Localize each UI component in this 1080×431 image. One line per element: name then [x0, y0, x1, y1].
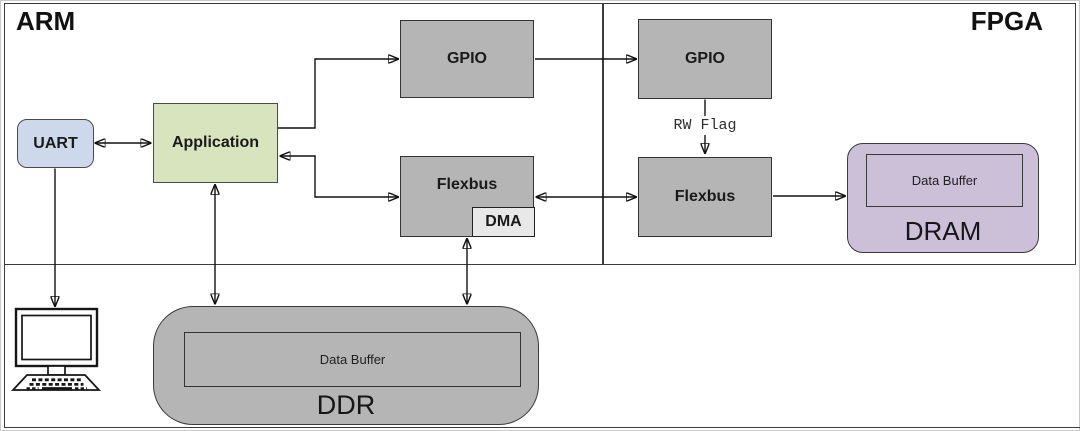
fpga-gpio-label: GPIO: [684, 50, 725, 67]
ddr-node: Data Buffer DDR: [153, 306, 539, 425]
arm-region: [4, 3, 603, 265]
arm-gpio-node: GPIO: [400, 20, 534, 98]
fpga-region: [603, 3, 1076, 265]
ddr-data-buffer: Data Buffer: [184, 332, 521, 387]
uart-node: UART: [17, 119, 94, 168]
rw-flag-label: RW Flag: [666, 116, 744, 135]
dram-data-buffer-label: Data Buffer: [911, 173, 978, 188]
ddr-label: DDR: [316, 390, 376, 420]
arm-region-title: ARM: [16, 6, 76, 36]
arm-flexbus-label: Flexbus: [436, 175, 498, 193]
fpga-flexbus-node: Flexbus: [638, 157, 772, 237]
desktop-computer-icon: [11, 307, 101, 391]
dram-data-buffer: Data Buffer: [866, 154, 1023, 207]
application-label: Application: [171, 134, 260, 151]
fpga-region-title: FPGA: [970, 6, 1043, 36]
memory-region: [4, 265, 1080, 428]
dram-label: DRAM: [904, 216, 982, 246]
arm-gpio-label: GPIO: [446, 50, 487, 67]
ddr-data-buffer-label: Data Buffer: [319, 352, 386, 367]
dma-label: DMA: [485, 213, 522, 230]
dram-node: Data Buffer DRAM: [847, 143, 1039, 253]
fpga-flexbus-label: Flexbus: [674, 188, 736, 205]
fpga-gpio-node: GPIO: [638, 19, 772, 99]
dma-node: DMA: [472, 207, 535, 237]
application-node: Application: [153, 103, 278, 183]
uart-label: UART: [33, 134, 78, 152]
